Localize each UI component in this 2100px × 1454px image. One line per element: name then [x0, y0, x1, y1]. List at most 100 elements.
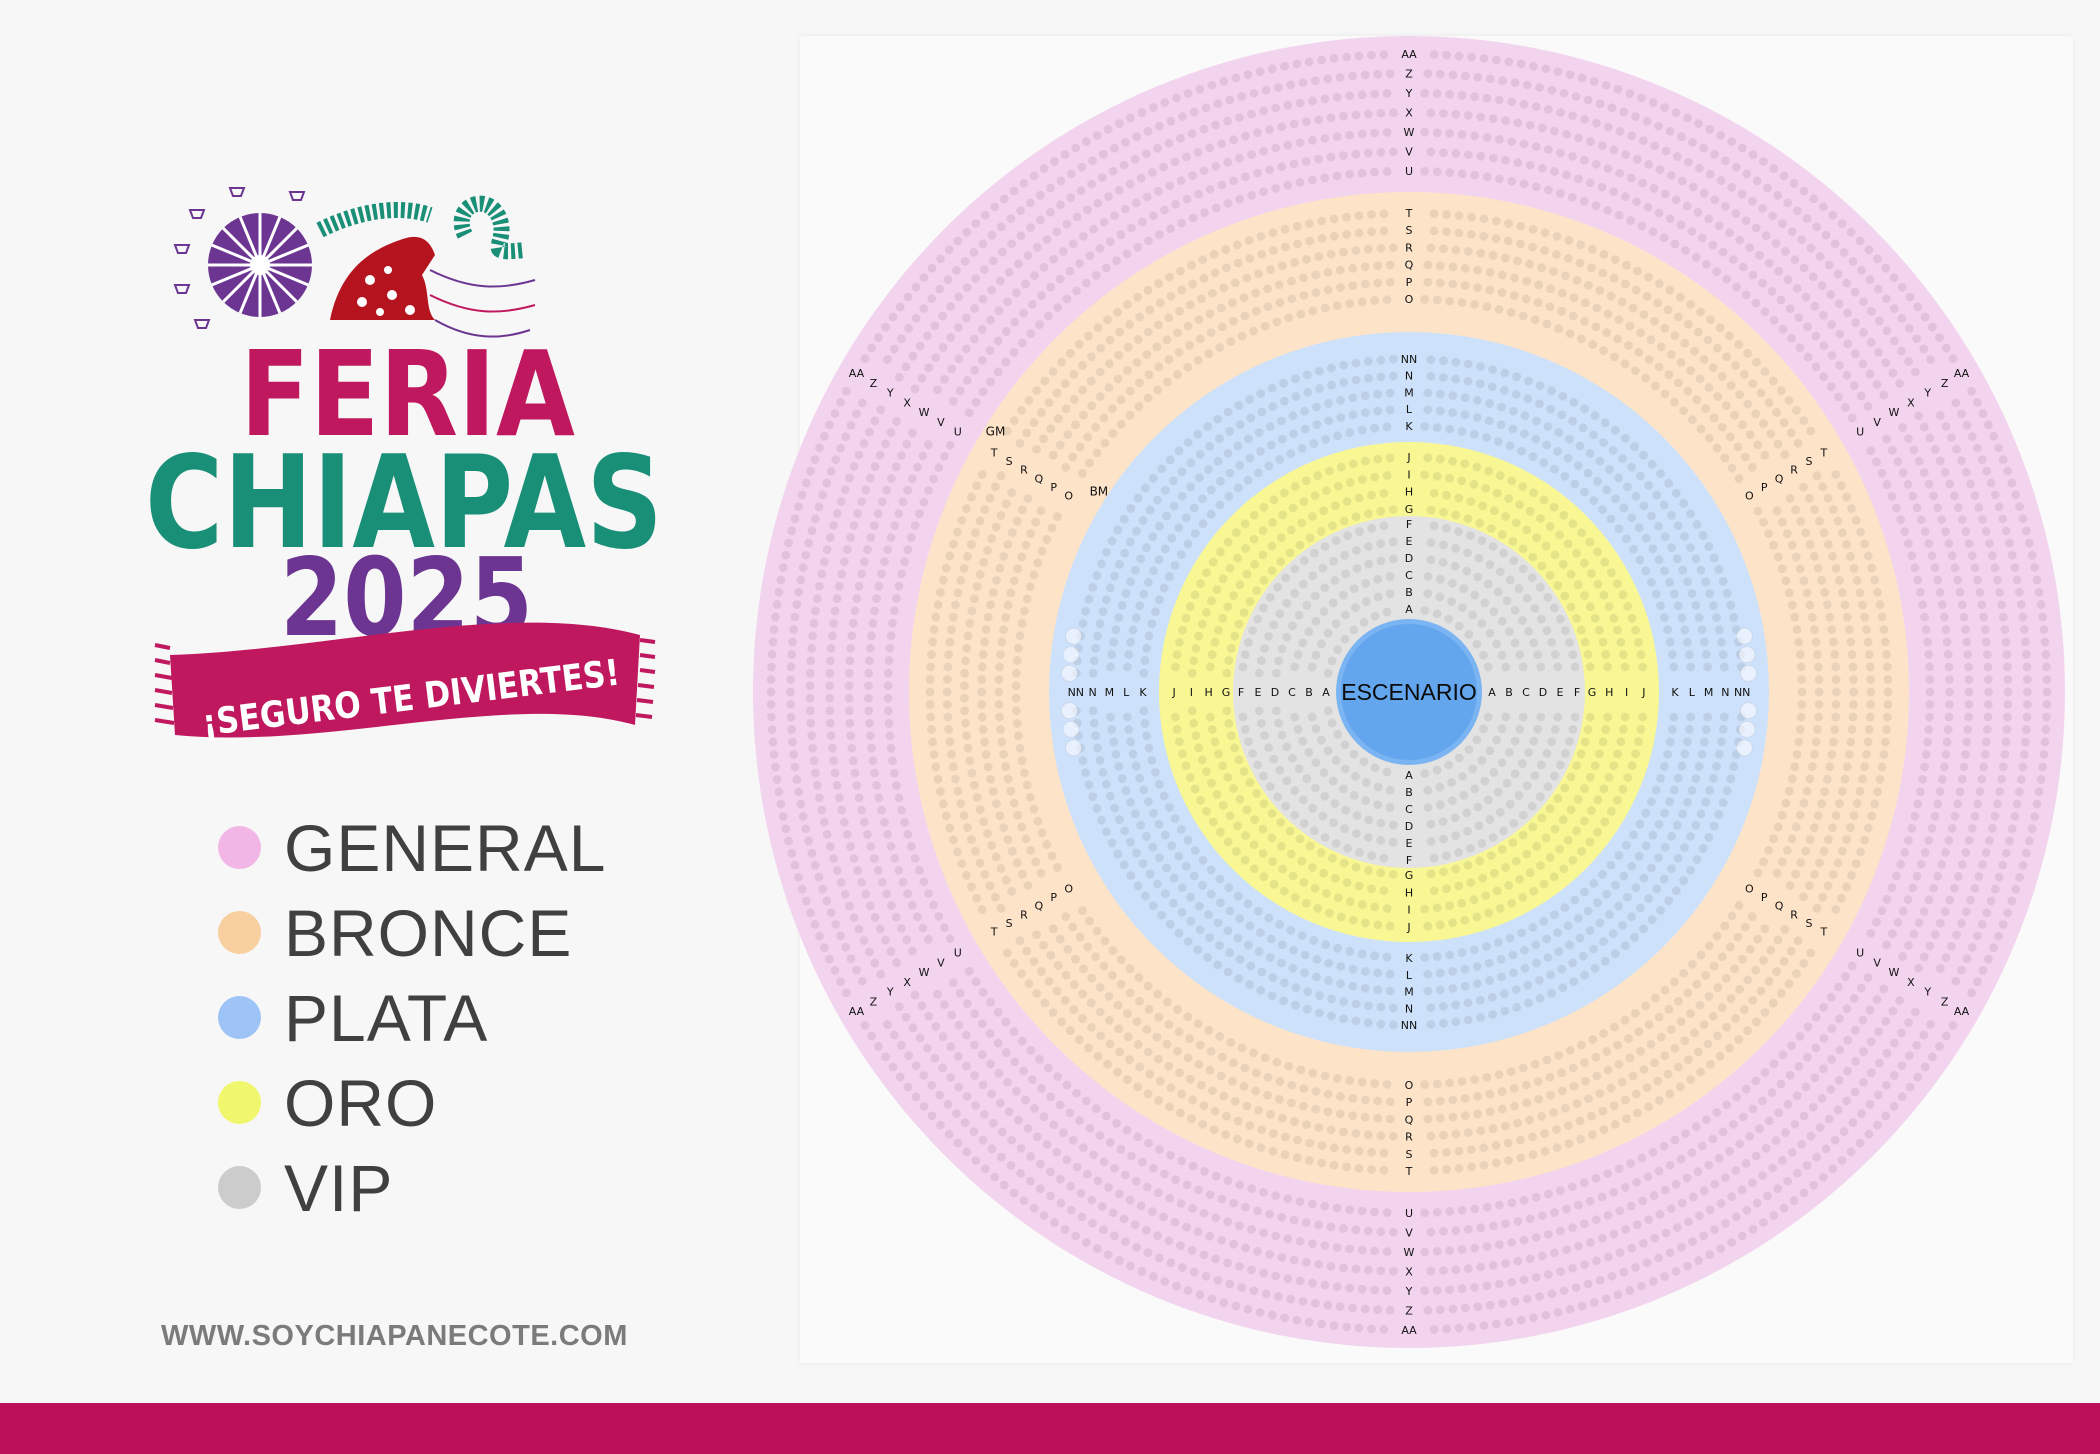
seat[interactable]	[1926, 1020, 1935, 1029]
seat[interactable]	[831, 919, 841, 929]
seat[interactable]	[1291, 983, 1301, 992]
seat[interactable]	[1078, 468, 1087, 478]
seat[interactable]	[1200, 1166, 1209, 1176]
seat[interactable]	[1088, 582, 1098, 592]
seat[interactable]	[868, 618, 878, 628]
seat[interactable]	[1435, 1305, 1445, 1315]
seat[interactable]	[1349, 584, 1359, 594]
seat[interactable]	[1881, 1080, 1891, 1090]
seat[interactable]	[970, 365, 980, 375]
seat[interactable]	[1069, 394, 1079, 404]
seat[interactable]	[1096, 1031, 1106, 1041]
seat[interactable]	[1185, 340, 1195, 350]
seat[interactable]	[1654, 1012, 1664, 1022]
seat[interactable]	[1211, 1171, 1221, 1181]
seat[interactable]	[877, 877, 887, 887]
seat[interactable]	[1207, 778, 1216, 788]
seat[interactable]	[1533, 1076, 1543, 1086]
seat[interactable]	[1379, 1148, 1389, 1158]
seat[interactable]	[1037, 546, 1047, 556]
seat[interactable]	[1957, 600, 1967, 610]
seat[interactable]	[1957, 456, 1966, 466]
seat[interactable]	[1918, 600, 1928, 610]
seat[interactable]	[1438, 1266, 1448, 1275]
seat[interactable]	[979, 265, 989, 274]
seat[interactable]	[1631, 112, 1640, 121]
seat[interactable]	[1339, 1014, 1349, 1024]
seat[interactable]	[1298, 736, 1308, 746]
seat[interactable]	[1354, 211, 1364, 221]
seat[interactable]	[1014, 731, 1023, 741]
seat[interactable]	[1781, 576, 1791, 586]
seat[interactable]	[1903, 480, 1913, 489]
seat[interactable]	[1535, 1292, 1545, 1301]
seat[interactable]	[1879, 390, 1889, 400]
seat[interactable]	[1170, 1217, 1180, 1227]
seat[interactable]	[1382, 607, 1392, 617]
seat[interactable]	[1644, 894, 1654, 903]
seat[interactable]	[1211, 203, 1221, 213]
seat[interactable]	[1732, 282, 1742, 292]
seat[interactable]	[1546, 284, 1555, 294]
seat[interactable]	[1363, 1265, 1373, 1275]
seat[interactable]	[1253, 1246, 1262, 1256]
seat[interactable]	[1222, 668, 1232, 678]
seat[interactable]	[1495, 1200, 1504, 1210]
seat[interactable]	[825, 693, 834, 703]
seat[interactable]	[1549, 267, 1558, 276]
seat[interactable]	[1842, 370, 1852, 380]
seat[interactable]	[1423, 1305, 1433, 1315]
seat[interactable]	[788, 637, 797, 647]
seat[interactable]	[1348, 393, 1358, 403]
seat[interactable]	[1924, 836, 1934, 845]
seat[interactable]	[1568, 1063, 1578, 1073]
seat[interactable]	[1460, 263, 1470, 273]
seat[interactable]	[990, 202, 1000, 212]
seat[interactable]	[1361, 456, 1370, 466]
seat[interactable]	[1177, 1089, 1187, 1099]
seat[interactable]	[1297, 856, 1307, 866]
seat[interactable]	[1758, 1096, 1767, 1106]
seat[interactable]	[1125, 179, 1135, 189]
seat[interactable]	[980, 870, 990, 879]
seat[interactable]	[1183, 937, 1193, 946]
seat[interactable]	[1778, 1155, 1787, 1165]
seat[interactable]	[1636, 1046, 1645, 1056]
seat[interactable]	[1101, 595, 1111, 604]
seat[interactable]	[1071, 420, 1080, 430]
seat[interactable]	[1126, 1261, 1135, 1271]
seat[interactable]	[1340, 610, 1350, 620]
seat[interactable]	[820, 943, 829, 953]
seat[interactable]	[888, 756, 897, 766]
seat[interactable]	[1637, 221, 1647, 231]
seat[interactable]	[1309, 826, 1319, 836]
seat[interactable]	[1811, 637, 1821, 647]
seat[interactable]	[1928, 322, 1937, 332]
seat[interactable]	[987, 1144, 997, 1154]
seat[interactable]	[786, 662, 796, 672]
seat[interactable]	[1004, 267, 1014, 277]
seat[interactable]	[1472, 912, 1482, 922]
seat[interactable]	[1162, 863, 1172, 873]
seat[interactable]	[1357, 1245, 1367, 1255]
seat[interactable]	[1808, 272, 1818, 282]
seat[interactable]	[1055, 934, 1065, 944]
seat[interactable]	[815, 581, 824, 591]
seat[interactable]	[1271, 668, 1281, 678]
seat[interactable]	[1223, 602, 1233, 612]
seat[interactable]	[2018, 860, 2028, 870]
seat[interactable]	[1627, 462, 1637, 472]
seat[interactable]	[1485, 976, 1494, 985]
seat[interactable]	[903, 889, 912, 899]
seat[interactable]	[1311, 270, 1321, 280]
seat[interactable]	[1673, 601, 1683, 611]
seat[interactable]	[894, 865, 904, 875]
seat[interactable]	[1205, 441, 1215, 451]
seat[interactable]	[1545, 1072, 1555, 1082]
seat[interactable]	[1967, 386, 1977, 396]
seat[interactable]	[1432, 167, 1442, 177]
seat[interactable]	[1479, 1160, 1489, 1170]
seat[interactable]	[852, 965, 861, 975]
seat[interactable]	[1373, 389, 1383, 399]
seat[interactable]	[1052, 1147, 1062, 1157]
